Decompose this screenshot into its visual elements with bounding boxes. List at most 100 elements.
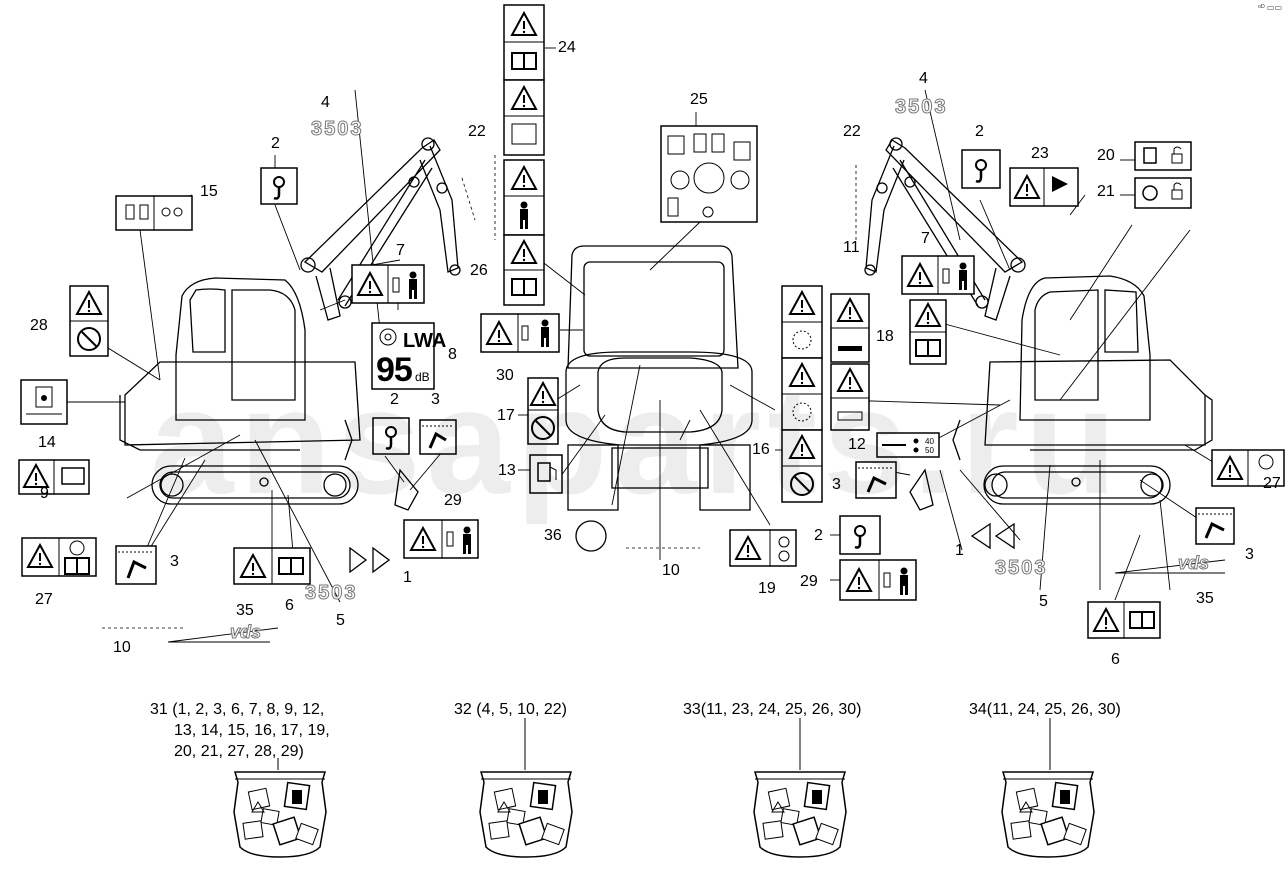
decal-3-right <box>855 461 897 499</box>
callout-23: 23 <box>1031 145 1049 162</box>
decal-2-left-mid <box>372 417 410 455</box>
callout-15: 15 <box>200 183 218 200</box>
callout-30: 30 <box>496 367 514 384</box>
callout-29-right: 29 <box>800 573 818 590</box>
decal-7-right <box>901 255 975 295</box>
callout-8: 8 <box>448 346 457 363</box>
decal-30 <box>480 313 560 353</box>
decal-14 <box>20 379 68 425</box>
decal-27-right <box>1211 449 1285 487</box>
decal-2-left <box>260 167 298 205</box>
decal-20 <box>1134 141 1192 171</box>
callout-3-left-bottom: 3 <box>170 553 179 570</box>
noise-label-unit: dB <box>415 370 430 384</box>
callout-24: 24 <box>558 39 576 56</box>
callout-7-right: 7 <box>921 230 930 247</box>
callout-1-right: 1 <box>955 542 964 559</box>
model-decal-4-right: 3503 <box>895 96 948 119</box>
model-decal-5-left: 3503 <box>305 582 358 605</box>
decal-11 <box>830 293 870 431</box>
leader-lines <box>67 47 1231 603</box>
decal-18 <box>909 299 947 365</box>
callout-22-left: 22 <box>468 123 486 140</box>
callout-21: 21 <box>1097 183 1115 200</box>
callout-2-left-mid: 2 <box>390 391 399 408</box>
decal-3-left-mid <box>419 419 457 455</box>
callout-25: 25 <box>690 91 708 108</box>
kit-31-line1: 31 (1, 2, 3, 6, 7, 8, 9, 12, <box>150 701 325 718</box>
callout-35-right: 35 <box>1196 590 1214 607</box>
model-decal-4-left: 3503 <box>311 118 364 141</box>
decal-26 <box>503 234 545 306</box>
callout-2-right-top: 2 <box>975 123 984 140</box>
kit-bag-32 <box>479 771 573 858</box>
callout-22-right: 22 <box>843 123 861 140</box>
callout-10-left: 10 <box>113 639 131 656</box>
callout-17: 17 <box>497 407 515 424</box>
callout-4-left: 4 <box>321 94 330 111</box>
noise-label-title: LWA <box>403 330 447 352</box>
decal-29-right <box>839 559 917 601</box>
decal-3-right-bottom <box>1195 507 1235 545</box>
callout-2-left-top: 2 <box>271 135 280 152</box>
decal-9 <box>18 459 90 495</box>
decal-column-center <box>503 79 545 236</box>
kit-31-line2: 13, 14, 15, 16, 17, 19, <box>174 722 330 739</box>
callout-19: 19 <box>758 580 776 597</box>
gauge-value-bottom: 50 <box>925 446 934 455</box>
brand-decal-35-right: vds <box>1177 553 1210 574</box>
callout-11: 11 <box>843 239 860 256</box>
decal-16 <box>781 285 823 503</box>
callout-6-left: 6 <box>285 597 294 614</box>
callout-13: 13 <box>498 462 516 479</box>
callout-18: 18 <box>876 328 894 345</box>
watermark: ansaparts.ru <box>150 357 1123 525</box>
callout-14: 14 <box>38 434 56 451</box>
gauge-value-top: 40 <box>925 437 934 446</box>
decal-27-left <box>21 537 97 577</box>
callout-5-left: 5 <box>336 612 345 629</box>
decal-15 <box>115 195 193 231</box>
kit-31-label: 31 (1, 2, 3, 6, 7, 8, 9, 12, 13, 14, 15,… <box>150 699 330 762</box>
callout-1-left: 1 <box>403 569 412 586</box>
decal-17 <box>527 377 559 445</box>
callout-7-left: 7 <box>396 242 405 259</box>
brand-decal-35-left: vds <box>229 622 262 643</box>
kit-31-line3: 20, 21, 27, 28, 29) <box>174 743 304 760</box>
callout-35-left: 35 <box>236 602 254 619</box>
decal-8-noise-level <box>371 322 435 390</box>
callout-26: 26 <box>470 262 488 279</box>
callout-10-center: 10 <box>662 562 680 579</box>
callout-9: 9 <box>40 485 49 502</box>
decal-21 <box>1134 177 1192 209</box>
decal-3-left-bottom <box>115 545 157 585</box>
model-decal-5-right: 3503 <box>995 557 1048 580</box>
decal-13-fuel <box>529 454 563 494</box>
decal-23 <box>1009 167 1079 207</box>
decal-12-pressure <box>876 432 940 458</box>
kit-leaders <box>277 718 1051 770</box>
decal-7-left <box>351 264 425 304</box>
reflector-triangles-right <box>970 522 1015 550</box>
callout-5-right: 5 <box>1039 593 1048 610</box>
callout-36: 36 <box>544 527 562 544</box>
callout-27-left: 27 <box>35 591 53 608</box>
decal-24 <box>503 4 545 81</box>
callout-3-right-bottom: 3 <box>1245 546 1254 563</box>
kit-bag-33 <box>753 771 847 858</box>
stripe-decals <box>102 155 857 629</box>
callout-28: 28 <box>30 317 48 334</box>
callout-3-left-mid: 3 <box>431 391 440 408</box>
kit-bag-31 <box>233 771 327 858</box>
kit-33-label: 33(11, 23, 24, 25, 26, 30) <box>683 701 862 718</box>
kit-32-label: 32 (4, 5, 10, 22) <box>454 701 567 718</box>
decal-28 <box>69 285 109 357</box>
decal-2-right-bottom <box>839 515 881 555</box>
callout-27-right: 27 <box>1263 475 1281 492</box>
callout-16: 16 <box>752 441 770 458</box>
callout-12: 12 <box>848 436 866 453</box>
decal-6-left <box>233 547 311 585</box>
callout-20: 20 <box>1097 147 1115 164</box>
callout-3-right: 3 <box>832 476 841 493</box>
